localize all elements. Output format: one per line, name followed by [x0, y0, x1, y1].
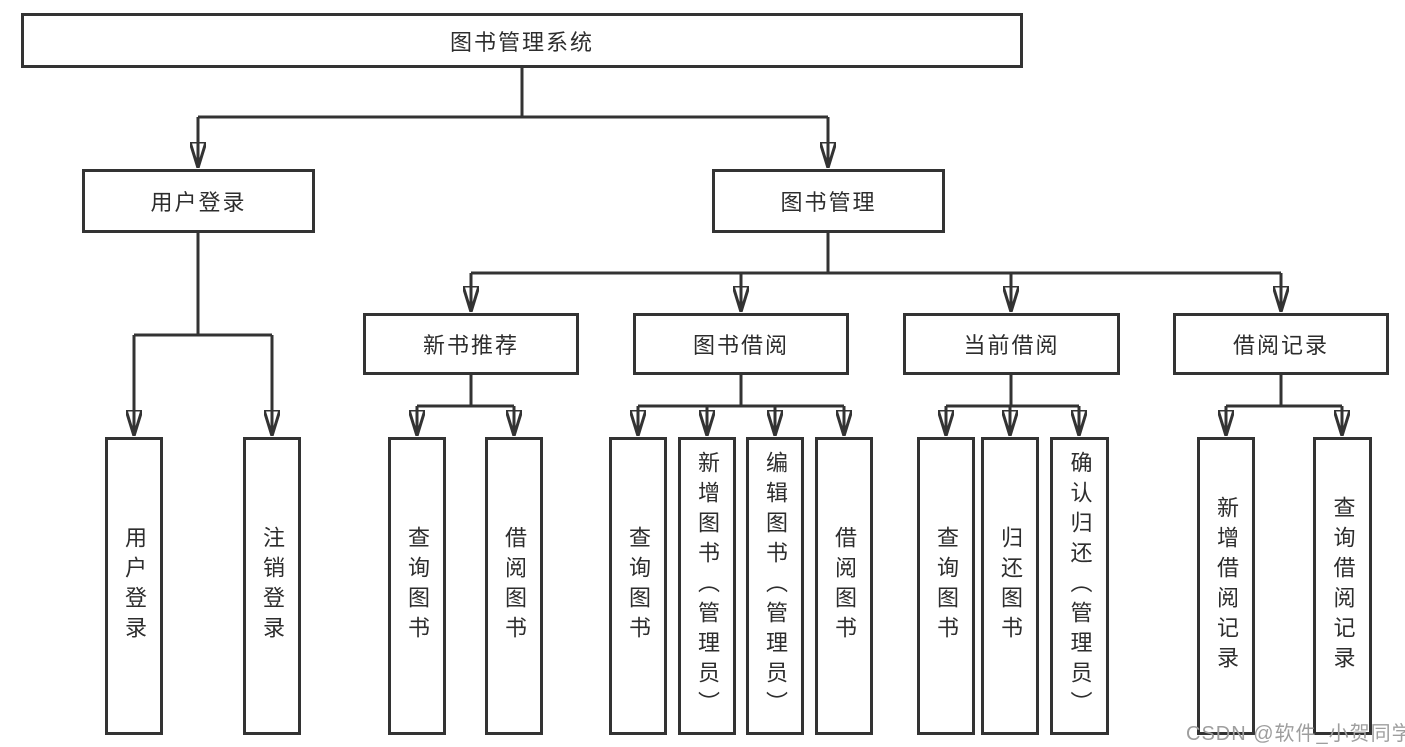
node-label: 图书管理	[780, 190, 877, 215]
node-new-book-recommendation: 新书推荐	[363, 313, 579, 375]
leaf-label: 编辑图书（管理员）	[763, 451, 788, 721]
leaf-label: 归还图书	[998, 526, 1023, 646]
node-book-management: 图书管理	[712, 169, 945, 233]
leaf-edit-book-admin: 编辑图书（管理员）	[746, 437, 804, 735]
leaf-label: 新增借阅记录	[1214, 496, 1239, 676]
node-book-borrowing: 图书借阅	[633, 313, 849, 375]
leaf-query-borrow-record: 查询借阅记录	[1313, 437, 1372, 735]
leaf-borrow-books-borrowing: 借阅图书	[815, 437, 873, 735]
leaf-query-books-current: 查询图书	[917, 437, 975, 735]
node-label: 图书借阅	[692, 333, 789, 358]
leaf-borrow-books-recommend: 借阅图书	[485, 437, 543, 735]
leaf-return-books: 归还图书	[981, 437, 1039, 735]
leaf-label: 查询图书	[405, 526, 430, 646]
node-borrowing-records: 借阅记录	[1173, 313, 1389, 375]
node-label: 当前借阅	[963, 333, 1060, 358]
leaf-query-books-recommend: 查询图书	[388, 437, 446, 735]
leaf-add-book-admin: 新增图书（管理员）	[678, 437, 736, 735]
leaf-label: 查询图书	[934, 526, 959, 646]
leaf-logout: 注销登录	[243, 437, 301, 735]
leaf-label: 查询图书	[626, 526, 651, 646]
leaf-query-books-borrowing: 查询图书	[609, 437, 667, 735]
node-user-login: 用户登录	[82, 169, 315, 233]
node-current-borrowing: 当前借阅	[903, 313, 1120, 375]
node-library-management-system: 图书管理系统	[21, 13, 1023, 68]
connector-trunks	[134, 68, 1342, 408]
node-label: 借阅记录	[1232, 333, 1329, 358]
leaf-user-login: 用户登录	[105, 437, 163, 735]
csdn-watermark: CSDN @软件_小贺同学	[1186, 723, 1405, 745]
leaf-label: 用户登录	[122, 526, 147, 646]
leaf-add-borrow-record: 新增借阅记录	[1197, 437, 1255, 735]
leaf-label: 查询借阅记录	[1330, 496, 1356, 676]
node-label: 新书推荐	[422, 333, 519, 358]
node-label: 用户登录	[150, 190, 247, 215]
leaf-label: 借阅图书	[832, 526, 857, 646]
node-label: 图书管理系统	[449, 29, 594, 55]
leaf-label: 新增图书（管理员）	[695, 451, 720, 721]
leaf-label: 确认归还（管理员）	[1067, 451, 1093, 721]
leaf-confirm-return-admin: 确认归还（管理员）	[1050, 437, 1109, 735]
leaf-label: 注销登录	[260, 526, 285, 646]
leaf-label: 借阅图书	[502, 526, 527, 646]
